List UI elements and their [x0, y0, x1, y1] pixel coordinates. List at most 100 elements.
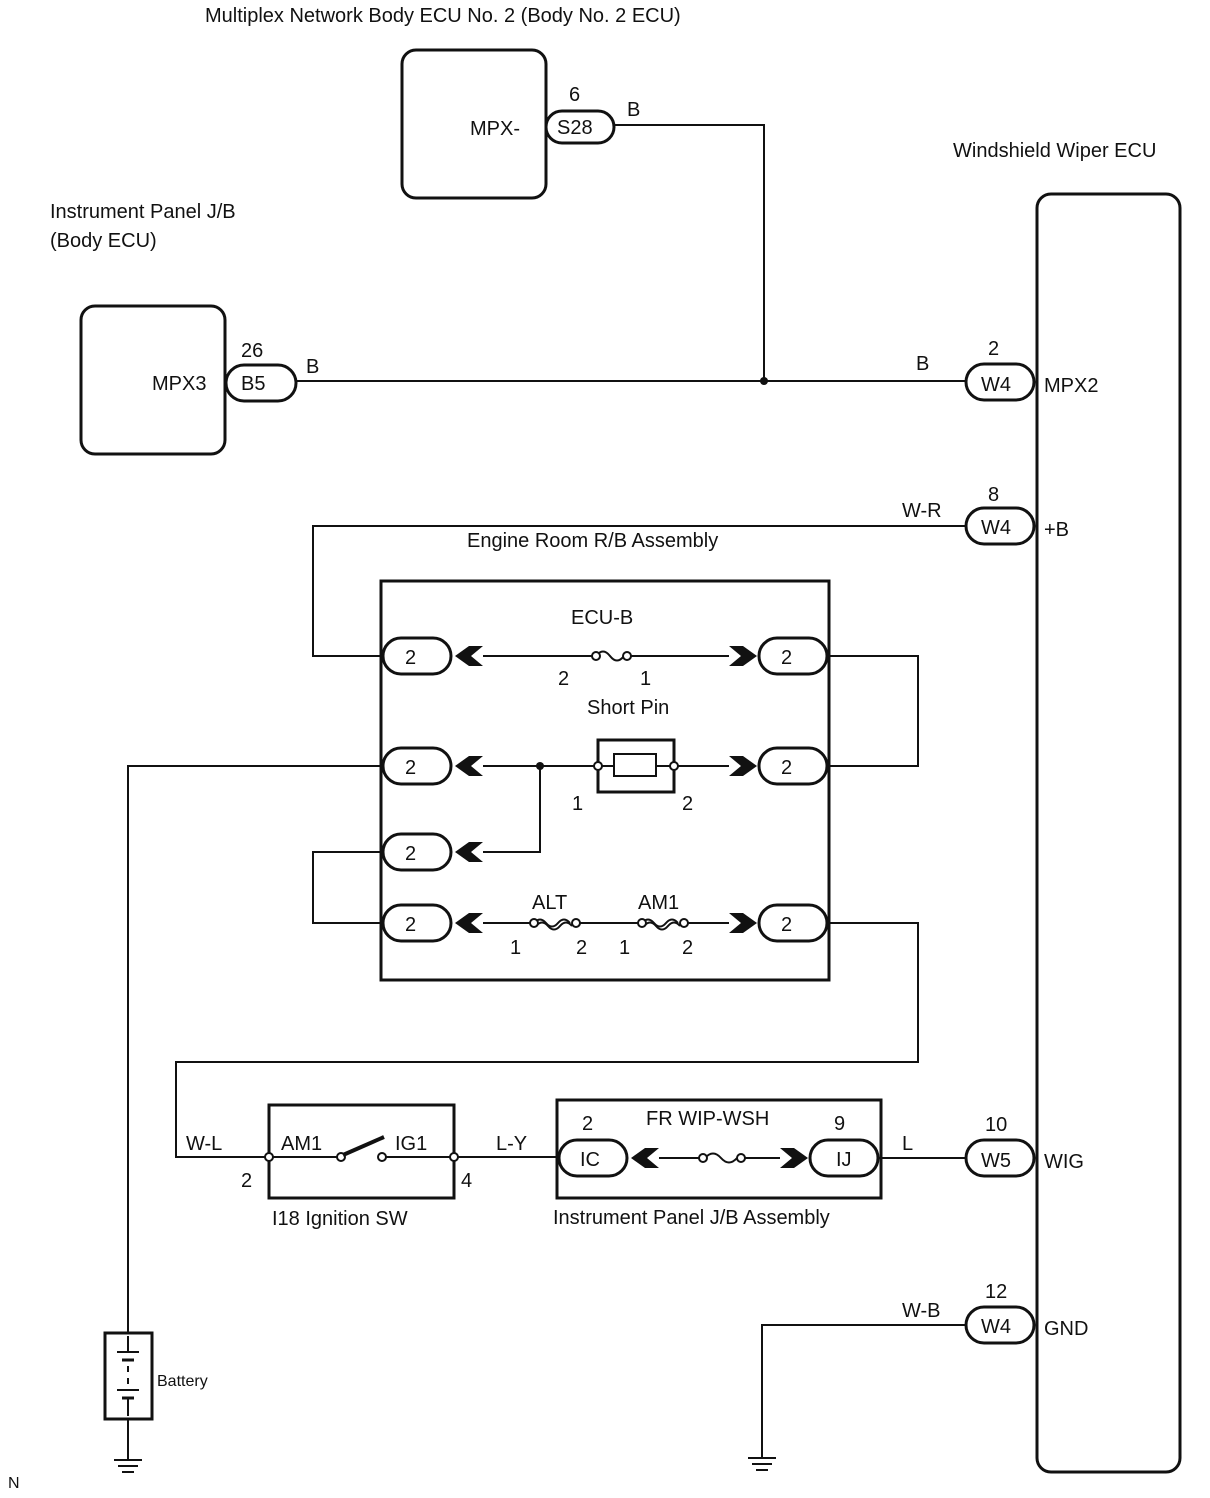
connector-w4-mpx2 — [964, 362, 1036, 402]
connector-ic-pin: 2 — [582, 1113, 593, 1135]
fuse-alt-label: ALT — [532, 892, 567, 914]
battery-ground-icon — [114, 1459, 142, 1473]
ip-jb-fuse-label: FR WIP-WSH — [646, 1108, 769, 1130]
connector-erb-2l — [381, 746, 453, 786]
short-pin-label: Short Pin — [587, 697, 669, 719]
connector-erb-2r — [757, 746, 829, 786]
ignition-sw-title: I18 Ignition SW — [272, 1208, 408, 1230]
connector-erb-4r — [757, 903, 829, 943]
wire-gnd — [761, 1324, 966, 1458]
wiper-pin-mpx2: MPX2 — [1044, 375, 1098, 397]
fuse-am1-label: AM1 — [638, 892, 679, 914]
fuse-alt-pin-b: 2 — [576, 937, 587, 959]
wiper-pin-wig: WIG — [1044, 1151, 1084, 1173]
ignition-sw-box — [267, 1103, 456, 1200]
connector-w4-mpx2-pin: 2 — [988, 338, 999, 360]
arrow-erb-4l — [455, 913, 483, 933]
wire-plusb — [312, 525, 966, 657]
switch-contact-icon — [342, 1135, 385, 1157]
wire-am1-to-ignition — [175, 922, 919, 1158]
arrow-ic — [631, 1148, 659, 1168]
connector-erb-1l-label: 2 — [405, 647, 416, 669]
wiper-ecu-title: Windshield Wiper ECU — [953, 140, 1156, 162]
connector-ij-label: IJ — [836, 1149, 852, 1171]
wire-mpx-minus — [614, 124, 765, 381]
connector-erb-4l — [381, 903, 453, 943]
body2-ecu-title: Multiplex Network Body ECU No. 2 (Body N… — [205, 5, 681, 27]
body2-ecu-pin-label: MPX- — [470, 118, 520, 140]
connector-s28-pin: 6 — [569, 84, 580, 106]
ignition-pin-left: 2 — [241, 1170, 252, 1192]
arrow-erb-2l — [455, 756, 483, 776]
ip-jb-box — [555, 1098, 883, 1200]
body-ecu-pin-label: MPX3 — [152, 373, 206, 395]
connector-w4-gnd-label: W4 — [981, 1316, 1011, 1338]
arrow-erb-2r — [729, 756, 757, 776]
corner-mark: N — [8, 1475, 20, 1492]
ground-icon — [748, 1457, 776, 1471]
wire-color-wl: W-L — [186, 1133, 222, 1155]
wire-battery — [127, 765, 383, 1333]
short-pin-icon — [596, 738, 676, 794]
wire-color-plusb: W-R — [902, 500, 942, 522]
fuse-ecub-icon — [595, 650, 625, 662]
wire-color-wig: L — [902, 1133, 913, 1155]
arrow-erb-3l — [455, 842, 483, 862]
fuse-ecub-pin-b: 1 — [640, 668, 651, 690]
wiper-pin-plusb: +B — [1044, 519, 1069, 541]
ip-jb-title: Instrument Panel J/B Assembly — [553, 1207, 830, 1229]
wire-color-b5: B — [306, 356, 319, 378]
short-pin-pin-b: 2 — [682, 793, 693, 815]
connector-erb-1l — [381, 636, 453, 676]
connector-s28 — [544, 109, 616, 145]
battery-label: Battery — [157, 1373, 208, 1390]
wiper-pin-gnd: GND — [1044, 1318, 1088, 1340]
body-ecu-title-1: Instrument Panel J/B — [50, 201, 236, 223]
arrow-erb-4r — [729, 913, 757, 933]
fuse-ecub-pin-a: 2 — [558, 668, 569, 690]
ignition-pin-right: 4 — [461, 1170, 472, 1192]
connector-w4-plusb-label: W4 — [981, 517, 1011, 539]
fuse-am1-pin-b: 2 — [682, 937, 693, 959]
short-pin-pin-a: 1 — [572, 793, 583, 815]
body-ecu-title-2: (Body ECU) — [50, 230, 157, 252]
connector-erb-4l-label: 2 — [405, 914, 416, 936]
arrow-erb-1l — [455, 646, 483, 666]
engine-rb-title: Engine Room R/B Assembly — [467, 530, 718, 552]
connector-erb-1r — [757, 636, 829, 676]
wire-color-gnd: W-B — [902, 1300, 941, 1322]
connector-w4-plusb-pin: 8 — [988, 484, 999, 506]
connector-w5-wig-pin: 10 — [985, 1114, 1007, 1136]
ignition-ig1-label: IG1 — [395, 1133, 427, 1155]
connector-ic — [557, 1138, 629, 1178]
fuse-am1-pin-a: 1 — [619, 937, 630, 959]
fuse-am1-icon — [641, 918, 679, 928]
connector-s28-label: S28 — [557, 117, 593, 139]
fuse-ecub-label: ECU-B — [571, 607, 633, 629]
connector-erb-4r-label: 2 — [781, 914, 792, 936]
arrow-erb-1r — [729, 646, 757, 666]
connector-w5-wig-label: W5 — [981, 1150, 1011, 1172]
arrow-ij — [780, 1148, 808, 1168]
connector-b5-pin: 26 — [241, 340, 263, 362]
connector-erb-1r-label: 2 — [781, 647, 792, 669]
wire-color-ly: L-Y — [496, 1133, 527, 1155]
connector-w4-mpx2-label: W4 — [981, 374, 1011, 396]
connector-ic-label: IC — [580, 1149, 600, 1171]
wire-erb-loop-left — [312, 851, 383, 924]
ignition-am1-label: AM1 — [281, 1133, 322, 1155]
wiper-ecu-box — [1035, 192, 1182, 1474]
connector-erb-2l-label: 2 — [405, 757, 416, 779]
battery-icon — [117, 1336, 139, 1416]
fuse-alt-pin-a: 1 — [510, 937, 521, 959]
connector-erb-3l — [381, 832, 453, 872]
fuse-alt-icon — [533, 918, 571, 928]
wire-color-s28: B — [627, 99, 640, 121]
connector-w4-gnd-pin: 12 — [985, 1281, 1007, 1303]
engine-rb-box — [379, 579, 831, 982]
connector-b5-label: B5 — [241, 373, 265, 395]
wire-erb-loop-right — [827, 655, 919, 767]
connector-erb-2r-label: 2 — [781, 757, 792, 779]
junction-mpx — [760, 377, 768, 385]
